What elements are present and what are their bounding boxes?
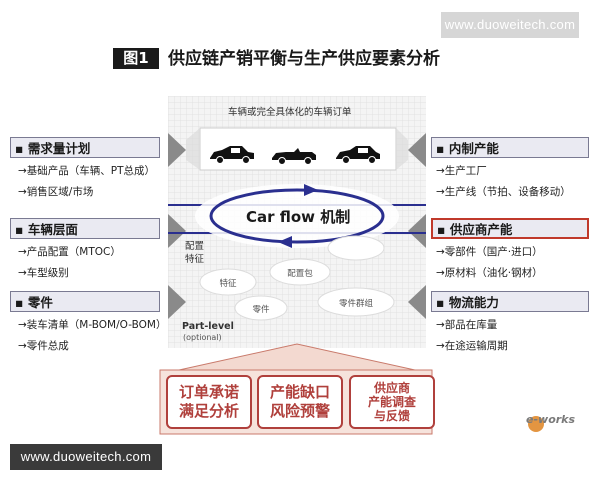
result-line: 供应商 bbox=[373, 381, 410, 395]
right-item: →零部件（国产·进口） bbox=[436, 246, 543, 258]
result-line: 风险预警 bbox=[269, 402, 330, 420]
right-arrow-3 bbox=[408, 285, 426, 319]
oval-label-config-pack: 配置包 bbox=[287, 269, 313, 279]
result-capacity-gap: 产能缺口 风险预警 bbox=[257, 375, 343, 429]
result-line: 订单承诺 bbox=[178, 383, 239, 401]
optional-label: (optional) bbox=[183, 333, 222, 342]
left-arrow-2 bbox=[168, 214, 186, 248]
oval-feature bbox=[199, 268, 257, 296]
watermark-bottom: www.duoweitech.com bbox=[10, 444, 162, 470]
panel-title: 车辆层面 bbox=[27, 222, 78, 237]
left-item: →销售区域/市场 bbox=[18, 186, 94, 198]
bullet-icon: ▪ bbox=[15, 222, 28, 237]
figure-tag: 图1 bbox=[113, 48, 159, 69]
watermark-top: www.duoweitech.com bbox=[441, 12, 579, 38]
left-item: →装车清单（M-BOM/O-BOM） bbox=[18, 319, 167, 331]
panel-title: 需求量计划 bbox=[27, 141, 91, 156]
left-item: →零件总成 bbox=[18, 340, 69, 352]
oval-label-feature: 特征 bbox=[219, 279, 237, 289]
result-order-commitment: 订单承诺 满足分析 bbox=[166, 375, 252, 429]
bullet-icon: ▪ bbox=[436, 141, 449, 156]
top-order-label: 车辆或完全具体化的车辆订单 bbox=[228, 107, 352, 118]
right-item: →生产工厂 bbox=[436, 165, 487, 177]
panel-title: 零件 bbox=[27, 295, 53, 310]
flow-arrowhead-bottom bbox=[278, 236, 292, 248]
panel-demand-plan: ▪ 需求量计划 bbox=[10, 137, 160, 158]
panel-supplier-capacity: ▪ 供应商产能 bbox=[431, 218, 589, 239]
panel-vehicle-level: ▪ 车辆层面 bbox=[10, 218, 160, 239]
center-flow-label: Car flow 机制 bbox=[246, 208, 351, 226]
panel-parts: ▪ 零件 bbox=[10, 291, 160, 312]
result-supplier-survey: 供应商 产能调查 与反馈 bbox=[349, 375, 435, 429]
oval-part-group bbox=[317, 287, 395, 317]
right-item: →生产线（节拍、设备移动） bbox=[436, 186, 571, 198]
bullet-icon: ▪ bbox=[15, 141, 28, 156]
car-convertible-icon bbox=[272, 148, 316, 165]
result-line: 与反馈 bbox=[373, 409, 410, 423]
panel-logistics-capacity: ▪ 物流能力 bbox=[431, 291, 589, 312]
panel-inhouse-capacity: ▪ 内制产能 bbox=[431, 137, 589, 158]
eworks-logo: e-works bbox=[526, 413, 576, 426]
right-item: →在途运输周期 bbox=[436, 340, 508, 352]
car-sedan-icon bbox=[210, 146, 254, 164]
config-feature-label-2: 特征 bbox=[185, 254, 205, 265]
bullet-icon: ▪ bbox=[437, 222, 450, 237]
left-arrow-3 bbox=[168, 285, 186, 319]
car-hatch-icon bbox=[336, 146, 380, 164]
panel-title: 内制产能 bbox=[448, 141, 499, 156]
left-item: →车型级别 bbox=[18, 267, 69, 279]
oval-config-pack bbox=[269, 258, 331, 286]
config-feature-label-1: 配置 bbox=[185, 241, 205, 252]
flow-arrowhead-top bbox=[304, 184, 318, 196]
left-arrow-1 bbox=[168, 133, 186, 167]
right-item: →部品在库量 bbox=[436, 319, 498, 331]
left-item: →基础产品（车辆、PT总成） bbox=[18, 165, 156, 177]
bullet-icon: ▪ bbox=[15, 295, 28, 310]
page-title: 供应链产销平衡与生产供应要素分析 bbox=[168, 49, 440, 69]
result-line: 产能调查 bbox=[367, 395, 416, 409]
result-line: 满足分析 bbox=[178, 402, 239, 420]
right-arrow-1 bbox=[408, 133, 426, 167]
left-item: →产品配置（MTOC） bbox=[18, 246, 121, 258]
panel-title: 物流能力 bbox=[448, 295, 499, 310]
oval-part bbox=[234, 295, 288, 321]
result-line: 产能缺口 bbox=[269, 383, 330, 401]
right-arrow-2 bbox=[408, 214, 426, 248]
oval-label-part: 零件 bbox=[252, 305, 270, 315]
oval-label-part-group: 零件群组 bbox=[338, 299, 373, 309]
right-item: →原材料（油化·钢材） bbox=[436, 267, 543, 279]
panel-title: 供应商产能 bbox=[449, 222, 513, 237]
bullet-icon: ▪ bbox=[436, 295, 449, 310]
part-level-label: Part-level bbox=[182, 321, 234, 332]
